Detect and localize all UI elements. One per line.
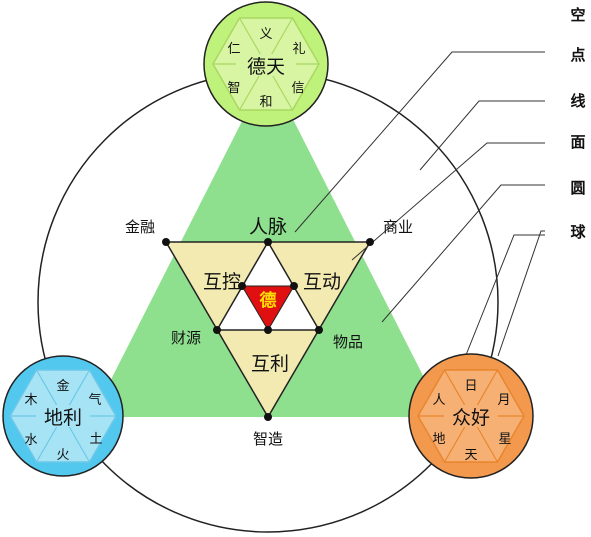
right-seg-2: 星 [498, 432, 511, 447]
left-seg-3: 火 [56, 448, 69, 463]
legend-item-5: 球 [570, 223, 586, 241]
legend-item-2: 线 [570, 92, 585, 110]
left-seg-2: 土 [89, 432, 102, 447]
top-circle: 德天 义 礼 信 和 智 仁 [203, 1, 329, 127]
leader-line-mian [381, 184, 545, 323]
node-wisdom [264, 413, 272, 421]
top-circle-title: 德天 [247, 56, 285, 78]
leader-line-kong [294, 51, 545, 233]
top-seg-0: 义 [259, 27, 272, 42]
right-seg-4: 地 [432, 432, 445, 447]
label-mutual-move: 互动 [303, 271, 341, 293]
left-circle: 地利 金 气 土 火 水 木 [2, 355, 124, 477]
top-seg-1: 礼 [292, 41, 305, 57]
left-seg-4: 水 [24, 433, 37, 448]
left-seg-5: 木 [24, 393, 37, 408]
node-red-left [238, 282, 246, 290]
node-goods [315, 326, 323, 334]
top-seg-4: 智 [227, 81, 240, 96]
legend-item-4: 圆 [570, 179, 585, 197]
right-seg-0: 日 [464, 379, 477, 394]
node-business [366, 238, 374, 246]
label-wealth: 财源 [171, 329, 201, 347]
label-mutual-control: 互控 [203, 271, 241, 293]
leader-line-dian [419, 100, 545, 171]
node-finance [162, 238, 170, 246]
top-seg-5: 仁 [227, 42, 240, 57]
label-mutual-benefit: 互利 [251, 353, 289, 375]
leader-line-xian [351, 142, 545, 261]
label-finance: 金融 [125, 218, 155, 236]
label-center-de: 德 [260, 290, 277, 311]
node-network [264, 238, 272, 246]
legend: 空 点 线 面 圆 球 [570, 6, 586, 241]
legend-item-0: 空 [570, 6, 585, 24]
leader-line-qiu [497, 230, 545, 357]
top-title-bg [236, 54, 296, 76]
left-seg-0: 金 [56, 378, 69, 394]
red-triangle [241, 285, 295, 331]
label-network: 人脉 [249, 216, 287, 238]
legend-item-1: 点 [570, 46, 585, 64]
right-seg-5: 人 [432, 393, 445, 408]
label-business: 商业 [383, 218, 413, 236]
node-red-right [290, 282, 298, 290]
top-seg-2: 信 [291, 81, 304, 96]
legend-item-3: 面 [570, 133, 585, 151]
right-title-bg [444, 405, 498, 427]
right-circle-title: 众好 [452, 407, 490, 429]
label-goods: 物品 [333, 333, 363, 351]
left-seg-1: 气 [88, 392, 101, 408]
top-seg-3: 和 [259, 95, 272, 110]
nodes [162, 238, 374, 421]
right-circle: 众好 日 月 星 天 地 人 [408, 353, 534, 479]
node-red-bottom [264, 326, 272, 334]
right-seg-3: 天 [464, 448, 477, 463]
left-title-bg [36, 405, 90, 427]
label-wisdom: 智造 [253, 430, 283, 448]
left-circle-title: 地利 [44, 407, 82, 429]
node-wealth [213, 326, 221, 334]
leader-line-yuan [465, 234, 545, 356]
legend-leader-lines [294, 51, 545, 357]
right-seg-1: 月 [497, 393, 510, 408]
